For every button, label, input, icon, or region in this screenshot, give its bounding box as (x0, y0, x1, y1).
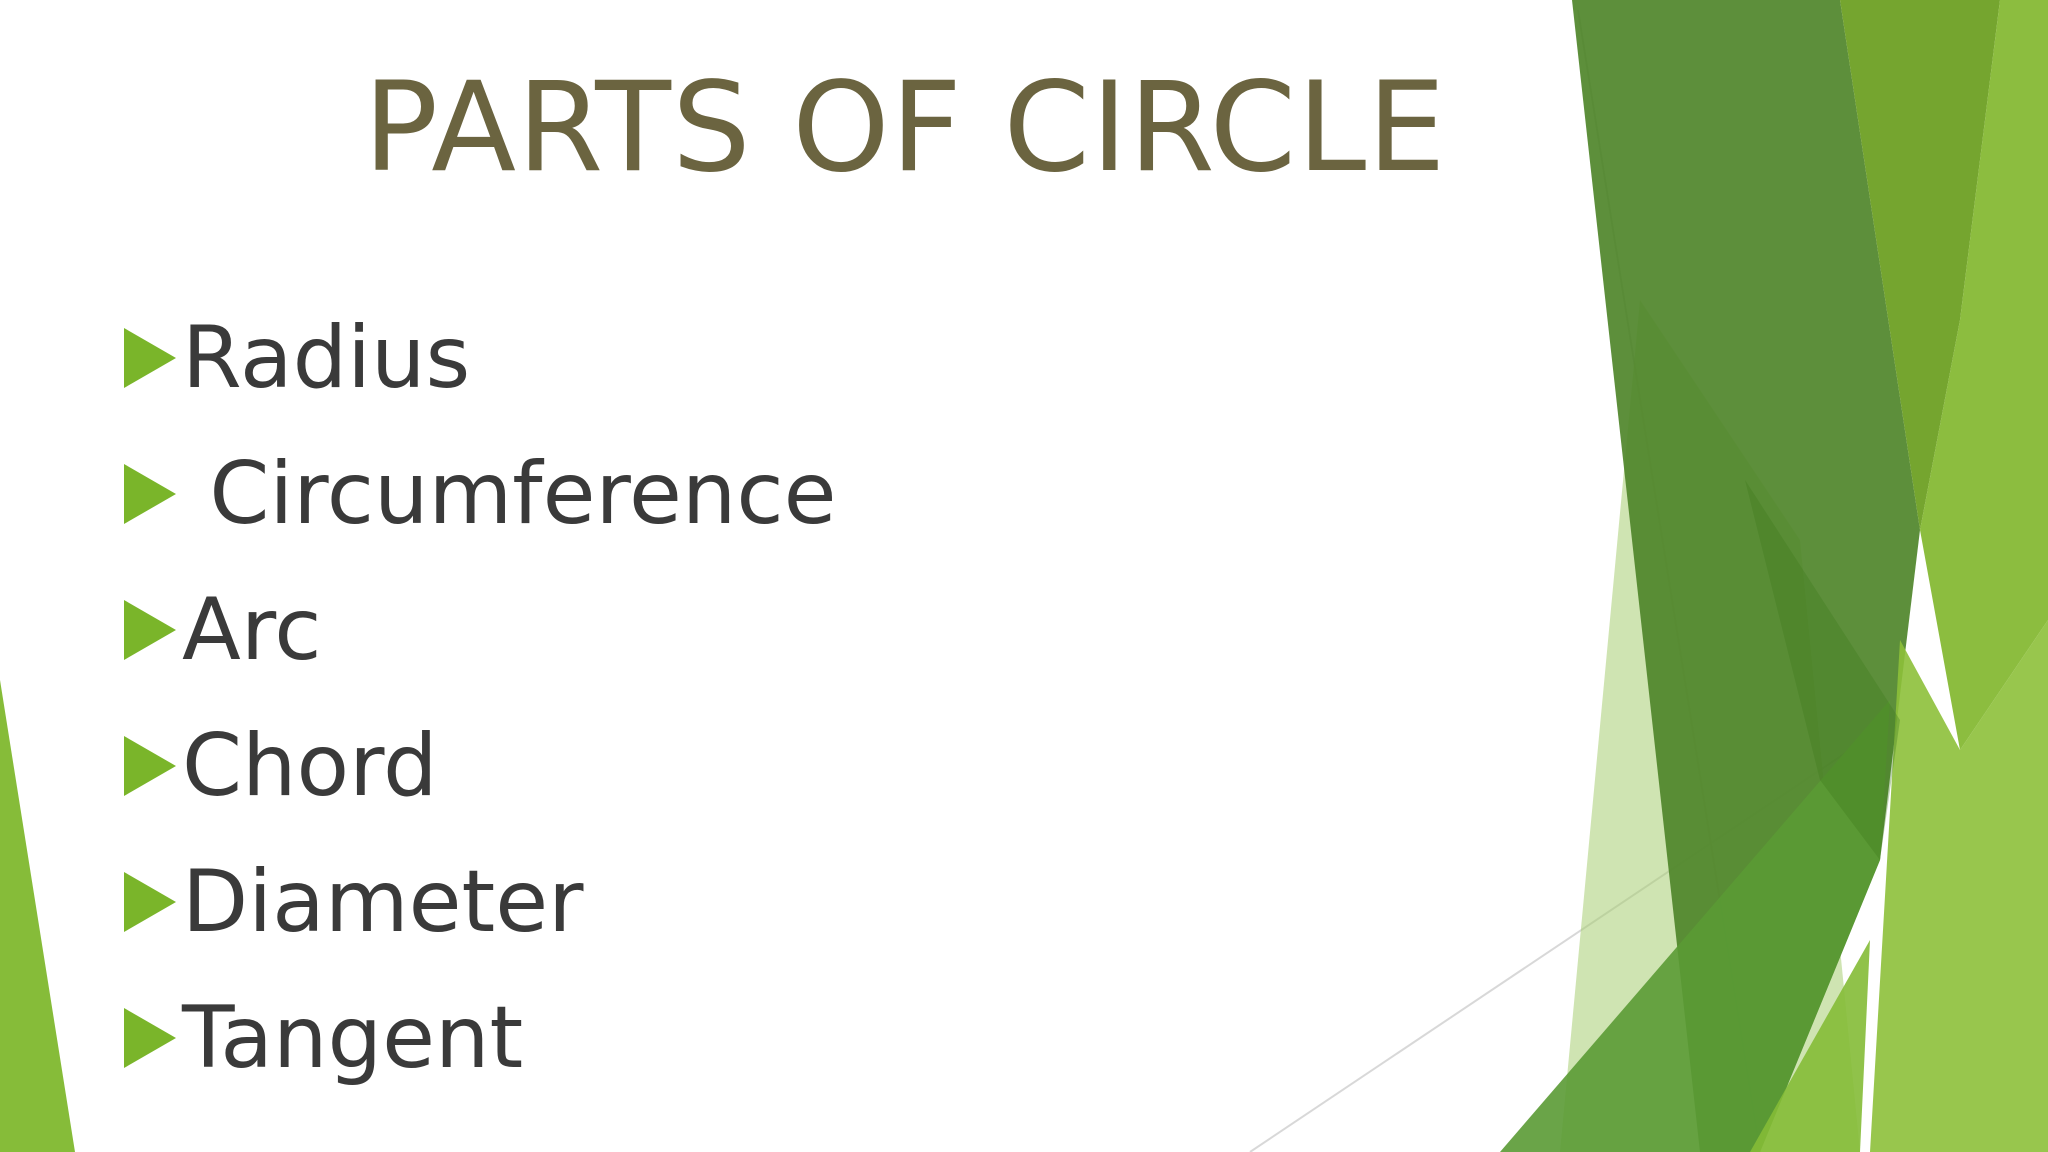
bullet-label: Circumference (182, 444, 837, 544)
left-green-sliver (0, 680, 75, 1152)
triangle-right-icon (124, 1008, 176, 1068)
triangle-right-icon (124, 328, 176, 388)
bullet-item-chord: Chord (120, 698, 837, 834)
right-overlay (1870, 620, 2048, 1152)
bullet-item-tangent: Tangent (120, 970, 837, 1106)
bullet-label: Chord (182, 716, 438, 816)
bullet-label: Tangent (182, 988, 524, 1088)
bullet-item-arc: Arc (120, 562, 837, 698)
triangle-right-icon (124, 872, 176, 932)
bullet-item-radius: Radius (120, 290, 837, 426)
sheen-band (1745, 480, 1900, 860)
bullet-label: Arc (182, 580, 322, 680)
bottom-green-triangle (1500, 700, 1890, 1152)
olive-green-band (1840, 0, 2000, 530)
bullet-list: Radius Circumference Arc Chord Diameter … (120, 290, 837, 1106)
bullet-item-circumference: Circumference (120, 426, 837, 562)
triangle-right-icon (124, 736, 176, 796)
bullet-item-diameter: Diameter (120, 834, 837, 970)
triangle-right-icon (124, 600, 176, 660)
bottom-light-green (1750, 940, 1870, 1152)
slide-title: PARTS OF CIRCLE (363, 56, 1447, 200)
triangle-right-icon (124, 464, 176, 524)
bullet-label: Diameter (182, 852, 584, 952)
bullet-label: Radius (182, 308, 471, 408)
right-light-green (1920, 0, 2048, 750)
